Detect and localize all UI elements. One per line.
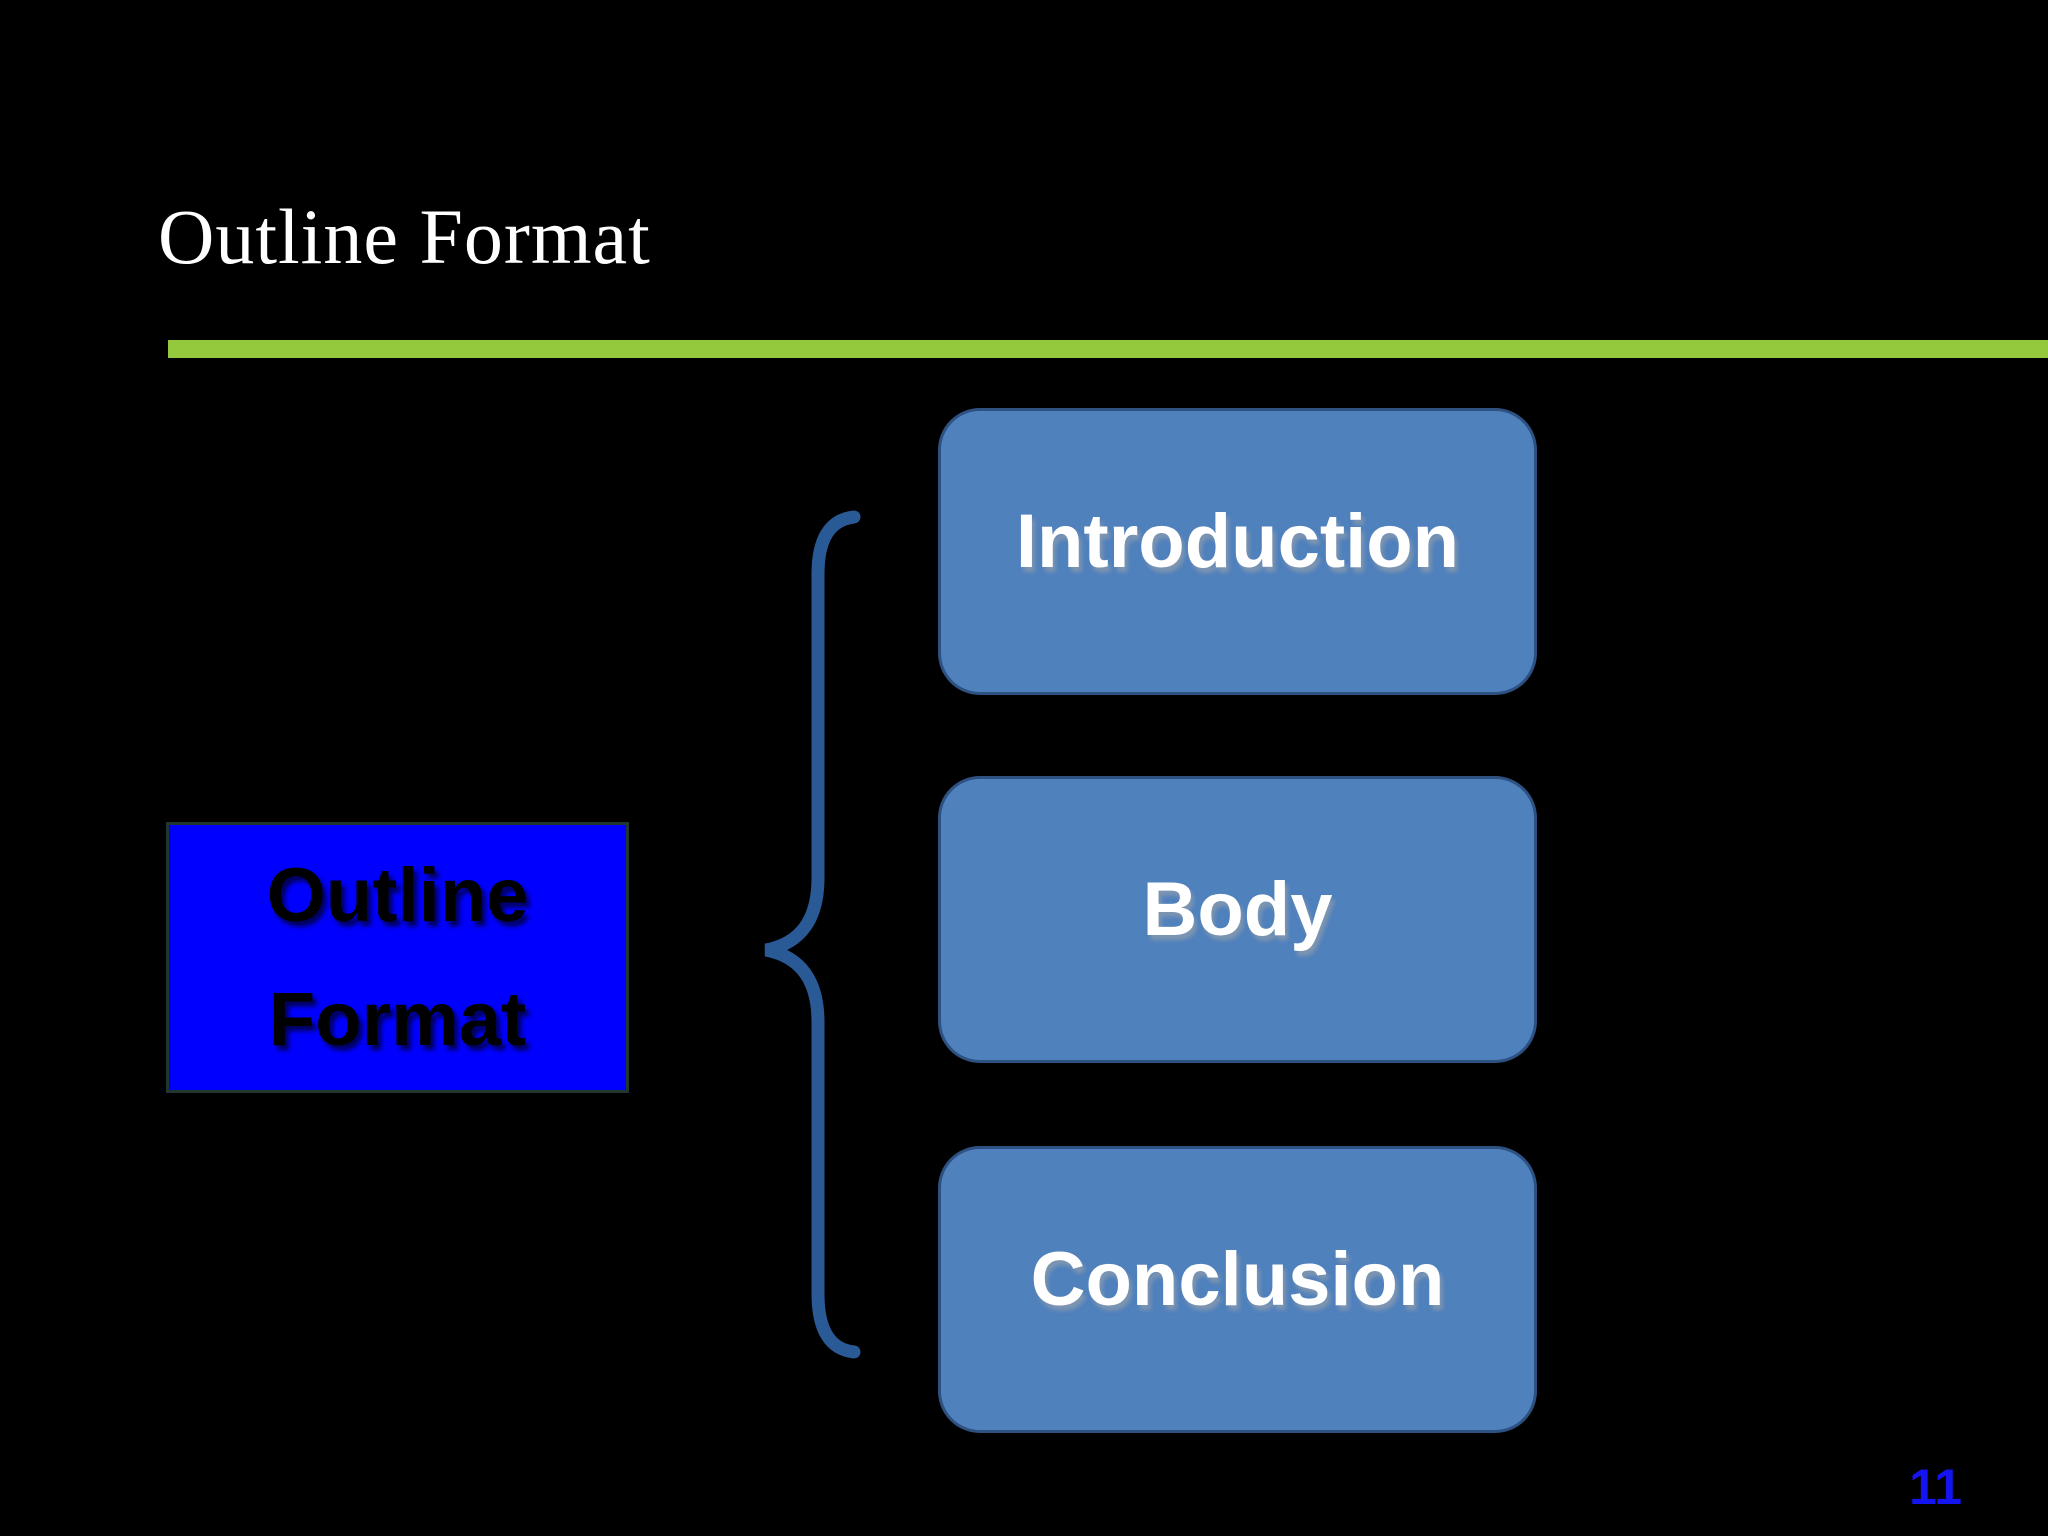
outline-format-box-line1: Outline — [266, 852, 529, 938]
body-box-label: Body — [1142, 867, 1333, 952]
outline-format-box: Outline Format — [166, 822, 629, 1093]
introduction-box: Introduction — [938, 408, 1537, 695]
page-number: 11 — [1909, 1459, 1962, 1515]
conclusion-box-label: Conclusion — [1030, 1237, 1445, 1322]
conclusion-box: Conclusion — [938, 1146, 1537, 1433]
body-box: Body — [938, 776, 1537, 1063]
outline-format-box-line2: Format — [268, 976, 527, 1062]
introduction-box-label: Introduction — [1015, 499, 1460, 584]
slide-title: Outline Format — [158, 193, 651, 280]
title-underline — [168, 340, 2048, 358]
